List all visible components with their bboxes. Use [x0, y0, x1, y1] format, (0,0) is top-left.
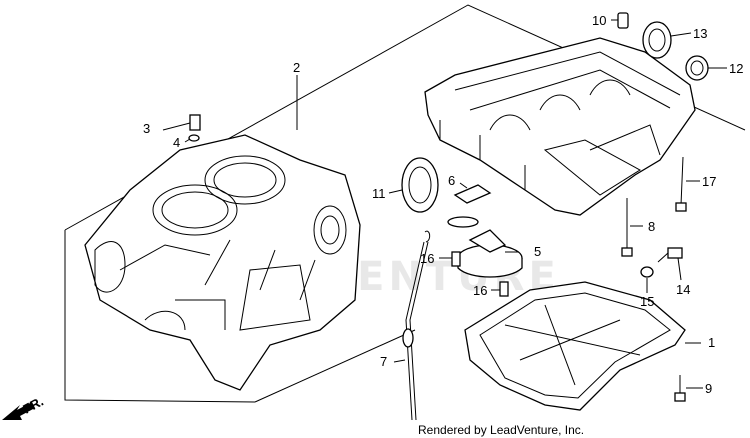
- washer-15[interactable]: [640, 266, 654, 278]
- gasket-6[interactable]: [453, 184, 492, 204]
- callout-6: 6: [448, 173, 455, 188]
- callout-1: 1: [708, 335, 715, 350]
- callout-5: 5: [534, 244, 541, 259]
- callout-16-lower: 16: [473, 283, 487, 298]
- washer-4[interactable]: [188, 134, 200, 142]
- bolt-9[interactable]: [674, 375, 686, 402]
- oil-pan[interactable]: [464, 281, 686, 411]
- callout-3: 3: [143, 121, 150, 136]
- o-ring-12[interactable]: [685, 55, 709, 81]
- bolt-8[interactable]: [621, 198, 633, 257]
- bolt-16-upper[interactable]: [451, 251, 461, 267]
- cylinder-block[interactable]: [84, 134, 361, 391]
- callout-11: 11: [372, 186, 386, 201]
- callout-7: 7: [380, 354, 387, 369]
- callout-17: 17: [702, 174, 716, 189]
- callout-4: 4: [173, 135, 180, 150]
- bolt-17[interactable]: [675, 156, 687, 212]
- bolt-16-lower[interactable]: [499, 281, 509, 297]
- callout-8: 8: [648, 219, 655, 234]
- callout-2: 2: [293, 60, 300, 75]
- callout-9: 9: [705, 381, 712, 396]
- leader-lines: [162, 19, 727, 389]
- callout-14: 14: [676, 282, 690, 297]
- sensor-3[interactable]: [189, 114, 201, 131]
- oil-strainer[interactable]: [447, 216, 523, 278]
- dipstick[interactable]: [402, 230, 431, 421]
- oil-seal-13[interactable]: [642, 21, 672, 59]
- drain-bolt-14[interactable]: [657, 247, 683, 263]
- callout-15: 15: [640, 294, 654, 309]
- oil-seal-11[interactable]: [401, 157, 439, 213]
- callout-12: 12: [729, 61, 743, 76]
- render-credit: Rendered by LeadVenture, Inc.: [418, 423, 584, 437]
- dowel-pin-10[interactable]: [617, 12, 629, 29]
- upper-crankcase[interactable]: [424, 37, 696, 216]
- callout-16-upper: 16: [420, 251, 434, 266]
- callout-10: 10: [592, 13, 606, 28]
- callout-13: 13: [693, 26, 707, 41]
- front-arrow-icon: [2, 402, 35, 420]
